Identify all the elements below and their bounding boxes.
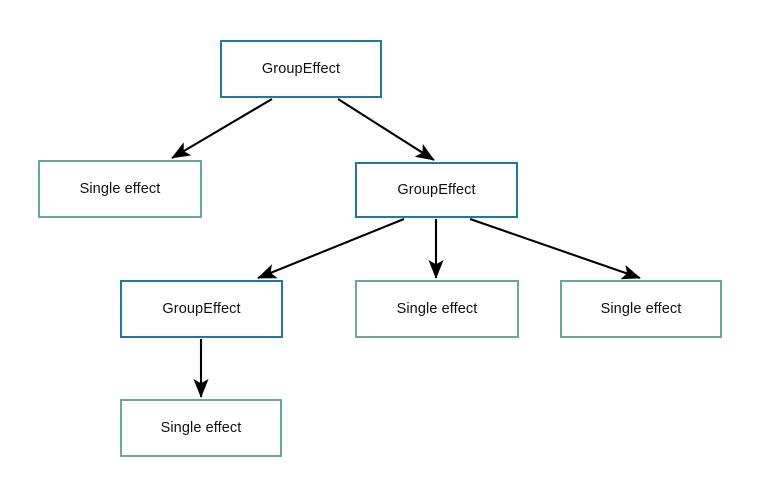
node-label: GroupEffect (261, 60, 341, 77)
node-single-3[interactable]: Single effect (560, 280, 722, 338)
node-label: Single effect (600, 300, 682, 317)
edge-root-single1 (171, 98, 273, 159)
node-single-1[interactable]: Single effect (38, 160, 202, 218)
edge-group2-single3 (469, 218, 641, 280)
node-root[interactable]: GroupEffect (220, 40, 382, 98)
node-label: Single effect (396, 300, 478, 317)
edge-root-group2 (337, 98, 435, 161)
node-label: GroupEffect (397, 181, 476, 198)
node-label: Single effect (79, 180, 161, 197)
node-group-2[interactable]: GroupEffect (355, 162, 518, 218)
node-label: GroupEffect (162, 300, 241, 317)
node-group-3[interactable]: GroupEffect (120, 280, 283, 338)
node-label: Single effect (160, 419, 242, 436)
node-single-2[interactable]: Single effect (355, 280, 519, 338)
node-single-4[interactable]: Single effect (120, 399, 282, 457)
edge-group2-group3 (257, 218, 405, 279)
